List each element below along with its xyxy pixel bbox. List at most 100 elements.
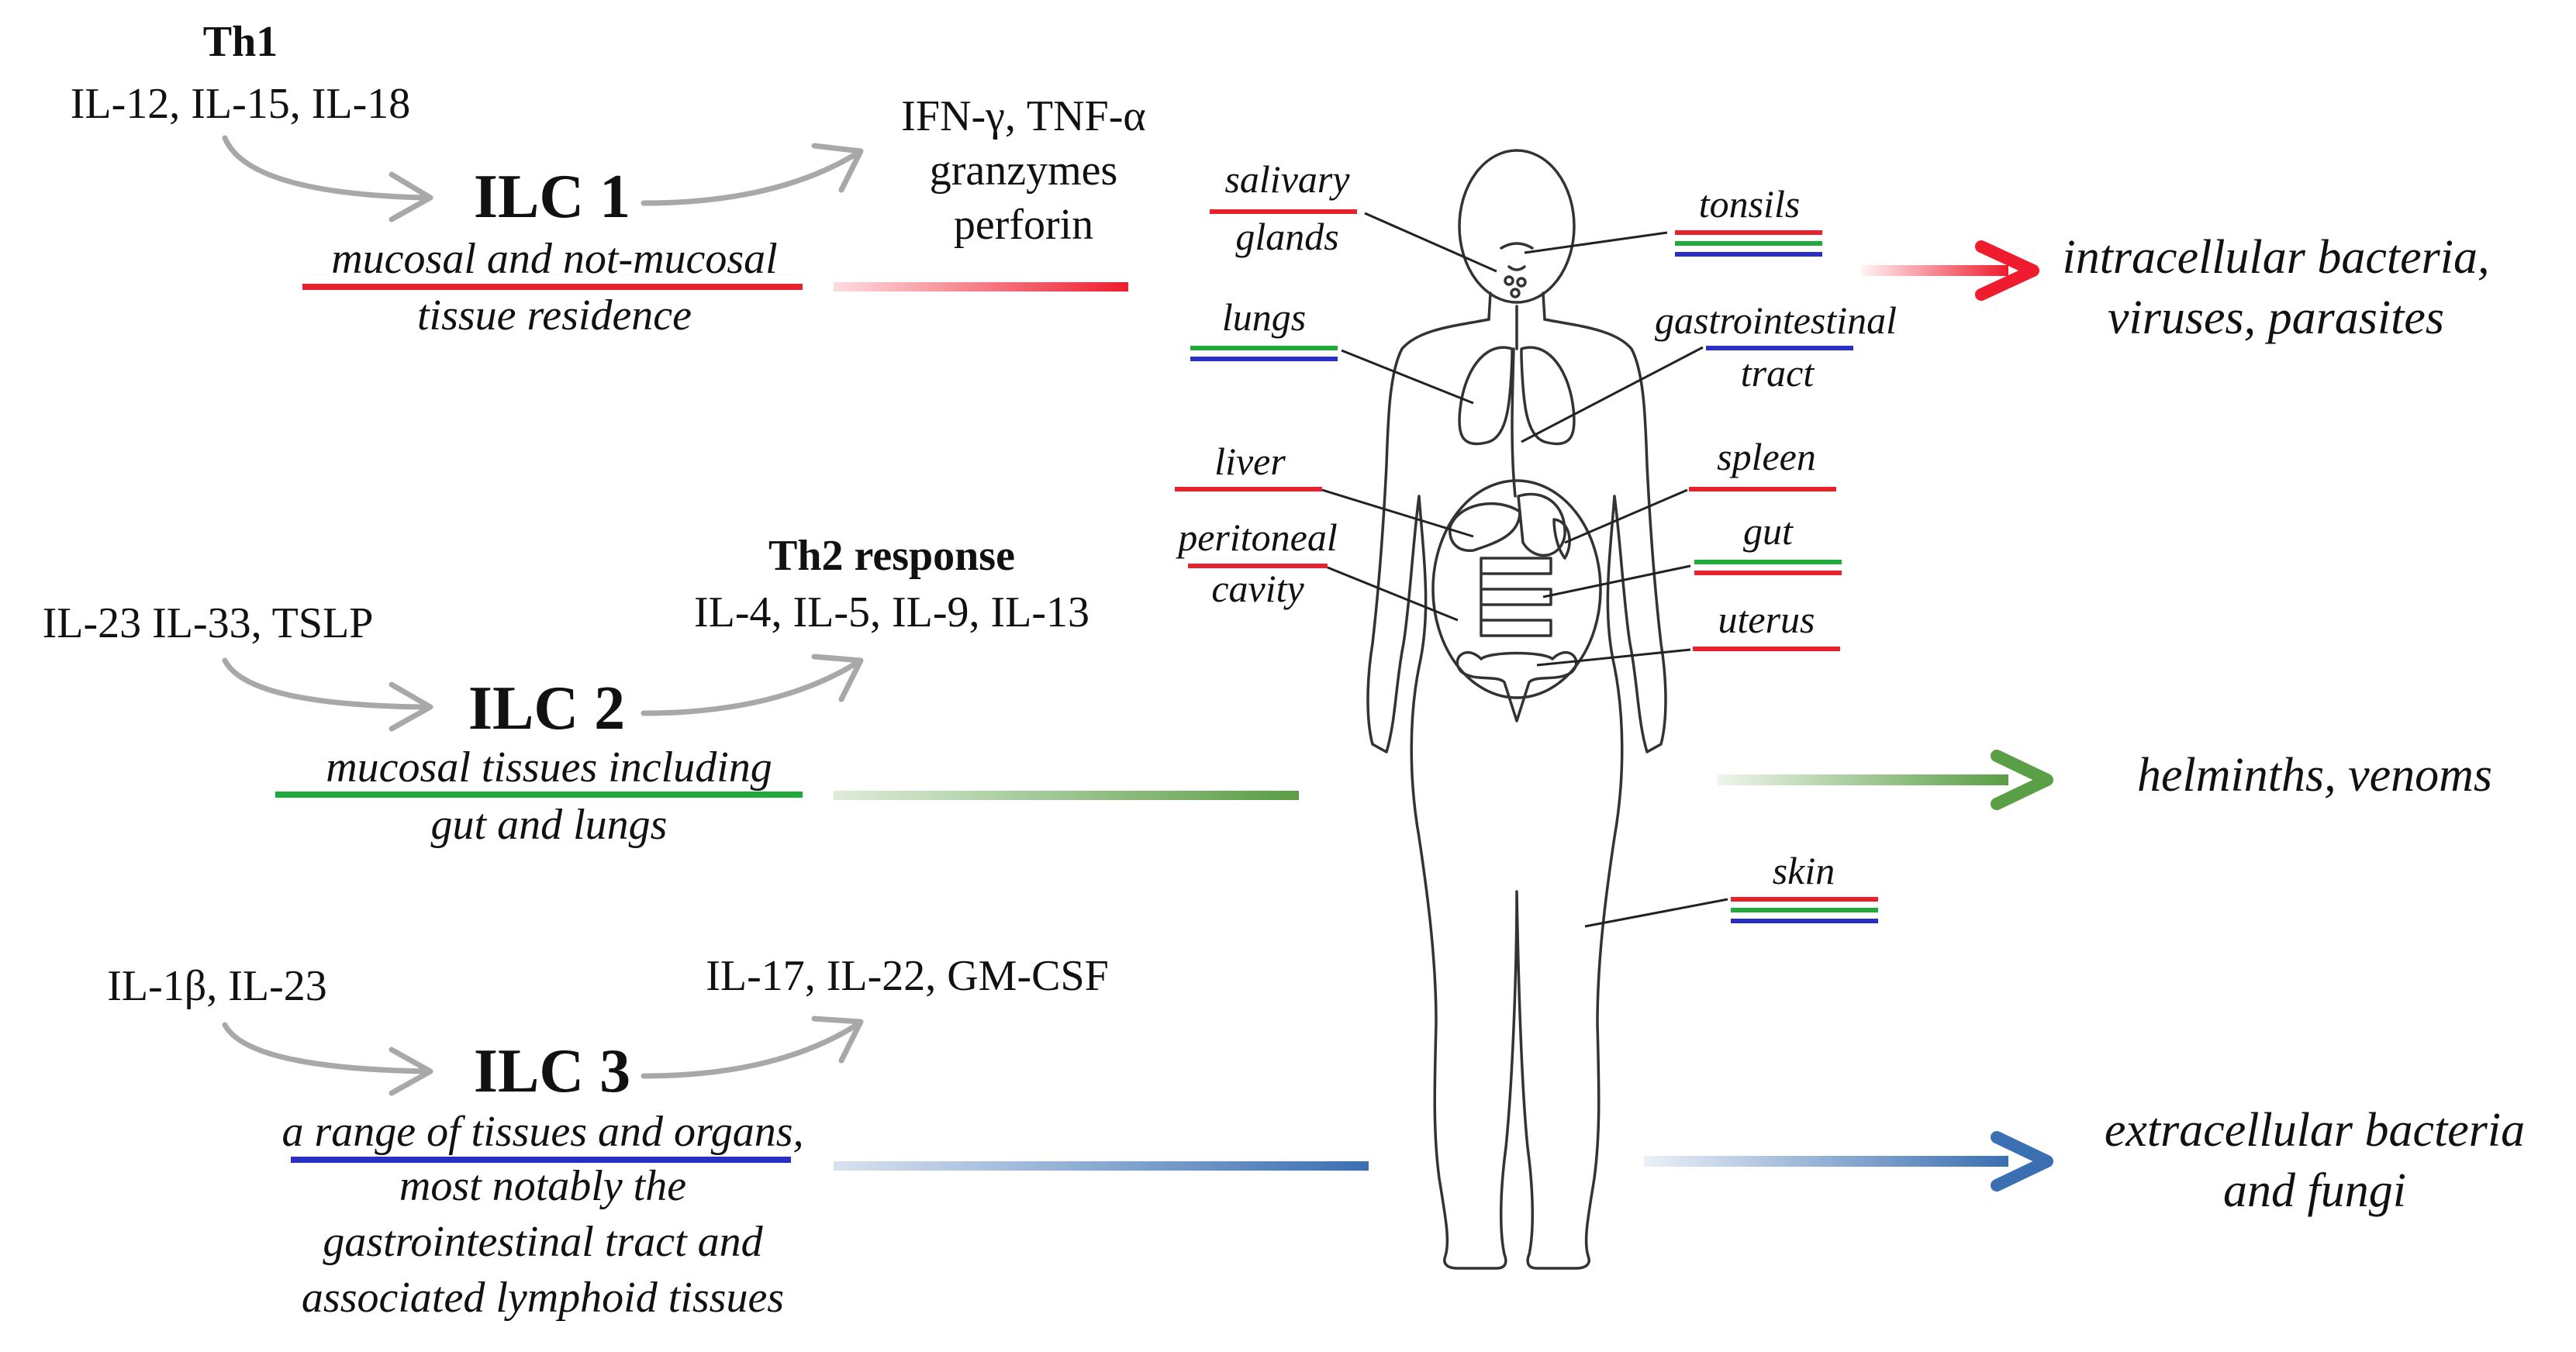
organ-salivary-glands: salivary glands <box>1210 157 1497 273</box>
ilc2-residence-2: gut and lungs <box>431 801 668 849</box>
organ-tonsils: tonsils <box>1524 182 1822 257</box>
ilc1-inducer-arrow <box>222 135 433 222</box>
organ-tonsils-bar-ilc2 <box>1675 241 1822 246</box>
ilc2-title: ILC 2 <box>468 674 625 743</box>
th1-label: Th1 <box>203 18 278 66</box>
organ-salivary-glands-label-1: salivary <box>1224 157 1350 201</box>
ilc3-effectors: IL-17, IL-22, GM-CSF <box>706 952 1109 1000</box>
ilc1-residence-2: tissue residence <box>417 291 692 340</box>
head <box>1458 149 1576 304</box>
organ-uterus: uterus <box>1536 598 1840 667</box>
ilc1-effector-2: granzymes <box>930 147 1118 195</box>
organ-salivary-glands-leader <box>1364 212 1497 273</box>
organ-lungs-leader <box>1341 349 1474 405</box>
organ-skin: skin <box>1584 849 1878 928</box>
ilc1-effector-1: IFN-γ, TNF-α <box>901 92 1145 140</box>
abdomen <box>1431 479 1602 699</box>
ilc1-target-2: viruses, parasites <box>2108 291 2444 344</box>
ilc3-residence-3: gastrointestinal tract and <box>323 1218 763 1266</box>
organ-labels: salivary glands tonsils lungs gastrointe… <box>1175 157 1897 928</box>
stomach-shape <box>1517 492 1566 557</box>
ilc3-residence-1: a range of tissues and organs, <box>281 1108 803 1156</box>
face-details <box>1500 242 1534 271</box>
organ-peritoneal-cavity: peritoneal cavity <box>1176 516 1459 622</box>
ilc1-effector-3: perforin <box>954 201 1093 249</box>
organ-spleen: spleen <box>1564 435 1836 544</box>
ilc1-title: ILC 1 <box>474 163 630 231</box>
ilc1-residence-1: mucosal and not-mucosal <box>331 235 778 283</box>
organ-gut-label: gut <box>1743 509 1794 553</box>
organ-lungs-bar-ilc2 <box>1190 346 1338 350</box>
ilc2-inducer-arrow <box>222 657 433 732</box>
organ-liver-leader <box>1321 488 1474 538</box>
organ-spleen-label: spleen <box>1717 435 1816 478</box>
ilc2-effectors: IL-4, IL-5, IL-9, IL-13 <box>694 588 1089 636</box>
organ-liver: liver <box>1175 440 1474 538</box>
spleen-shape <box>1552 518 1571 560</box>
ilc3-title: ILC 3 <box>474 1037 630 1105</box>
organ-uterus-bar-ilc1 <box>1693 647 1840 651</box>
ilc1-effector-arrow <box>641 143 864 206</box>
ilc3-section: IL-1β, IL-23 ILC 3 IL-17, IL-22, GM-CSF … <box>107 952 2525 1322</box>
organ-gut-leader <box>1542 564 1691 598</box>
body-outline <box>1366 318 1667 1270</box>
organ-gi-leader <box>1521 346 1704 443</box>
organ-skin-leader <box>1584 898 1728 928</box>
organ-peritoneal-label-2: cavity <box>1211 567 1304 610</box>
organ-gut: gut <box>1542 509 1842 598</box>
organ-peritoneal-label-1: peritoneal <box>1176 516 1338 559</box>
ilc3-target-2: and fungi <box>2223 1164 2406 1217</box>
ilc2-underline <box>275 792 803 798</box>
organ-skin-bar-ilc1 <box>1731 897 1878 902</box>
organ-gi-label-2: tract <box>1741 351 1815 395</box>
organ-lungs-label: lungs <box>1222 295 1306 339</box>
ilc3-target-1: extracellular bacteria <box>2105 1104 2525 1157</box>
organ-peritoneal-leader <box>1327 566 1459 622</box>
organ-gut-bar-ilc2 <box>1694 560 1842 564</box>
organ-skin-bar-ilc3 <box>1731 919 1878 923</box>
uterus-shape <box>1455 650 1578 723</box>
ilc2-inducers: IL-23 IL-33, TSLP <box>43 599 374 647</box>
human-body-figure <box>1366 149 1667 1270</box>
liver-shape <box>1449 502 1521 552</box>
organ-tonsils-leader <box>1524 231 1668 254</box>
ilc2-residence-1: mucosal tissues including <box>326 743 772 792</box>
organ-salivary-glands-bar-ilc1 <box>1210 209 1357 214</box>
organ-liver-bar-ilc1 <box>1175 487 1322 491</box>
organ-gut-bar-ilc1 <box>1694 571 1842 575</box>
ilc3-fade-line <box>834 1161 1369 1171</box>
ilc3-inducer-arrow <box>222 1022 433 1096</box>
ilc3-residence-2: most notably the <box>399 1162 686 1210</box>
organ-spleen-leader <box>1564 488 1688 544</box>
organ-liver-label: liver <box>1214 440 1286 483</box>
ilc2-fade-line <box>834 791 1299 800</box>
organ-tonsils-label: tonsils <box>1699 182 1801 226</box>
ilc1-section: Th1 IL-12, IL-15, IL-18 ILC 1 IFN-γ, TNF… <box>71 18 2490 344</box>
neck <box>1487 291 1546 321</box>
ilc1-target-arrow <box>1861 240 2039 301</box>
ilc1-fade-line <box>834 282 1128 291</box>
ilc2-section: IL-23 IL-33, TSLP ILC 2 Th2 response IL-… <box>43 532 2492 849</box>
organ-gi-label-1: gastrointestinal <box>1655 298 1897 342</box>
ilc2-target-arrow <box>1718 750 2053 810</box>
organ-lungs-bar-ilc3 <box>1190 357 1338 361</box>
organ-skin-bar-ilc2 <box>1731 908 1878 912</box>
ilc1-inducers: IL-12, IL-15, IL-18 <box>71 80 411 128</box>
ilc3-residence-4: associated lymphoid tissues <box>302 1274 784 1322</box>
th2-response-label: Th2 response <box>768 532 1015 580</box>
ilc1-underline <box>302 284 803 290</box>
organ-uterus-leader <box>1536 648 1691 667</box>
organ-skin-label: skin <box>1773 849 1835 892</box>
organ-gi-bar-ilc3 <box>1706 346 1853 350</box>
ilc3-inducers: IL-1β, IL-23 <box>107 962 327 1010</box>
ilc2-effector-arrow <box>641 654 864 716</box>
organ-lungs: lungs <box>1190 295 1474 405</box>
ilc3-underline <box>291 1157 791 1163</box>
ilc2-target-1: helminths, venoms <box>2137 749 2492 802</box>
intestines-shape <box>1480 557 1552 637</box>
lungs-shape <box>1458 346 1576 446</box>
organ-peritoneal-bar-ilc1 <box>1188 564 1328 568</box>
ilc3-target-arrow <box>1644 1131 2053 1192</box>
organ-tonsils-bar-ilc1 <box>1675 230 1822 235</box>
